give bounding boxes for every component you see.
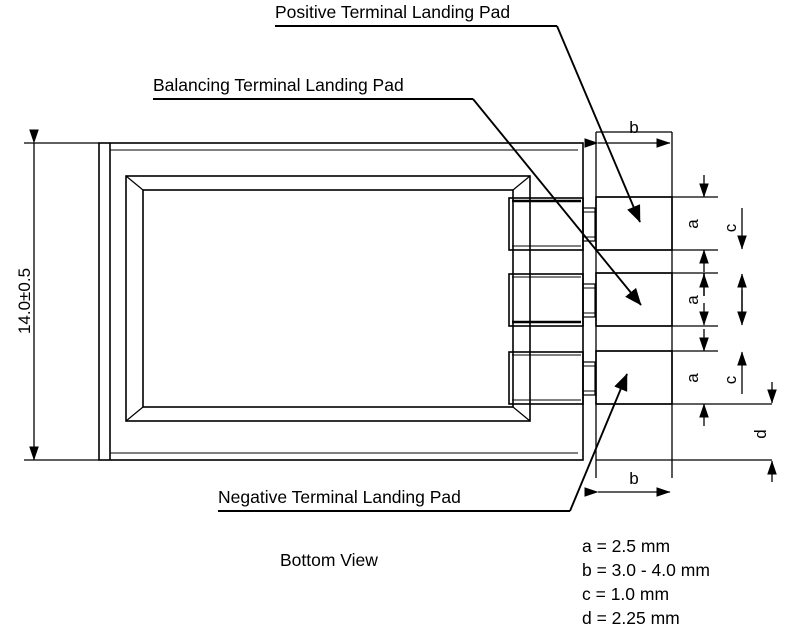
dim-text-d: d (751, 429, 770, 438)
bevel-tr (512, 175, 531, 191)
dim-text-a1: a (683, 219, 702, 229)
dim-text-b-bottom: b (629, 469, 638, 488)
dim-text-c1: c (721, 223, 740, 232)
dim-text-b-top: b (629, 118, 638, 137)
terminal-pocket-1 (508, 197, 596, 251)
legend-item-b: b = 3.0 - 4.0 mm (582, 560, 710, 580)
dim-text-a3: a (683, 373, 702, 383)
callout-leader-balancing (472, 98, 642, 306)
dimension-d: d (751, 382, 777, 482)
legend-item-d: d = 2.25 mm (582, 608, 680, 628)
view-title: Bottom View (280, 550, 378, 570)
dim-text-c2: c (721, 375, 740, 384)
callout-leader-positive (556, 25, 641, 223)
callout-negative-terminal: Negative Terminal Landing Pad (218, 373, 628, 512)
pocket-2-neck (582, 283, 596, 318)
dimension-overall-height: 14.0±0.5 (15, 129, 99, 461)
body-pocket-inner (142, 189, 514, 408)
bevel-bl (125, 406, 144, 422)
legend-item-a: a = 2.5 mm (582, 536, 670, 556)
dimension-c-gaps: c c (721, 208, 747, 394)
terminal-pocket-2 (508, 273, 596, 327)
pocket-3-neck (582, 361, 596, 396)
callout-label-negative: Negative Terminal Landing Pad (218, 487, 461, 507)
dim-text-overall-height: 14.0±0.5 (15, 268, 34, 334)
terminal-pocket-3 (508, 351, 596, 405)
bevel-br (512, 406, 531, 422)
dim-text-a2: a (683, 295, 702, 305)
body-pocket-outer (125, 175, 531, 422)
bevel-tl (125, 175, 144, 191)
legend-block: a = 2.5 mm b = 3.0 - 4.0 mm c = 1.0 mm d… (582, 536, 710, 628)
callout-label-balancing: Balancing Terminal Landing Pad (153, 75, 404, 95)
callout-label-positive: Positive Terminal Landing Pad (275, 2, 510, 22)
battery-body (98, 142, 584, 461)
legend-item-c: c = 1.0 mm (582, 584, 669, 604)
callout-positive-terminal: Positive Terminal Landing Pad (275, 2, 641, 223)
dimension-a-chain: a a a (683, 175, 709, 426)
dimension-b-bottom: b (584, 469, 671, 497)
extension-lines (595, 131, 772, 478)
terminal-pockets (508, 197, 596, 405)
callout-leader-negative (569, 373, 628, 512)
dimension-b-top: b (584, 118, 671, 148)
callout-balancing-terminal: Balancing Terminal Landing Pad (153, 75, 642, 306)
